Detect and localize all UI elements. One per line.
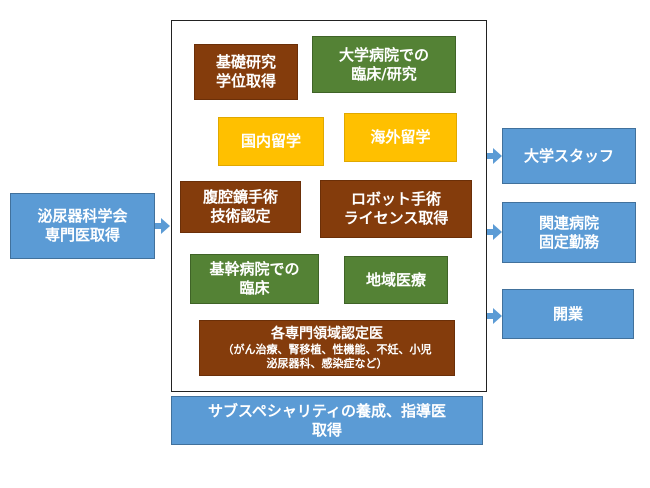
private-practice-box: 開業 [502, 289, 634, 339]
specialty-cert-line1: 各専門領域認定医 [271, 325, 383, 342]
laparoscopy-certification-box: 腹腔鏡手術 技術認定 [180, 181, 301, 233]
subspecialty-line2: 取得 [311, 420, 342, 439]
domestic-study-box: 国内留学 [218, 117, 324, 166]
private-practice-label: 開業 [552, 304, 583, 323]
university-hospital-line1: 大学病院での [338, 45, 429, 64]
community-medicine-box: 地域医療 [344, 256, 448, 304]
research-degree-box: 基礎研究 学位取得 [194, 44, 298, 100]
affiliated-hospital-line1: 関連病院 [538, 213, 599, 232]
research-degree-line1: 基礎研究 [215, 53, 276, 72]
university-staff-box: 大学スタッフ [502, 128, 636, 184]
laparoscopy-line2: 技術認定 [210, 207, 271, 225]
specialty-cert-line3: 泌尿器科、感染症など） [266, 356, 388, 370]
subspecialty-line1: サブスペシャリティの養成、指導医 [207, 401, 447, 420]
core-hospital-line1: 基幹病院での [209, 260, 300, 279]
core-hospital-line2: 臨床 [239, 279, 270, 297]
board-certification-box: 泌尿器科学会 専門医取得 [10, 193, 155, 259]
robot-surgery-license-box: ロボット手術 ライセンス取得 [320, 180, 472, 238]
university-staff-label: 大学スタッフ [523, 146, 614, 165]
community-medicine-label: 地域医療 [365, 270, 426, 289]
affiliated-hospital-line2: 固定勤務 [538, 232, 599, 251]
research-degree-line2: 学位取得 [215, 72, 276, 90]
domestic-study-label: 国内留学 [240, 132, 301, 151]
robot-license-line2: ライセンス取得 [343, 209, 449, 227]
overseas-study-box: 海外留学 [344, 113, 457, 162]
affiliated-hospital-box: 関連病院 固定勤務 [502, 202, 636, 263]
specialty-cert-line2: （がん治療、腎移植、性機能、不妊、小児 [222, 343, 432, 356]
university-hospital-box: 大学病院での 臨床/研究 [312, 36, 456, 93]
laparoscopy-line1: 腹腔鏡手術 [202, 188, 278, 207]
core-hospital-box: 基幹病院での 臨床 [190, 254, 319, 304]
board-certification-line2: 専門医取得 [44, 226, 120, 244]
robot-license-line1: ロボット手術 [350, 190, 441, 209]
board-certification-line1: 泌尿器科学会 [37, 207, 128, 226]
specialty-certification-box: 各専門領域認定医 （がん治療、腎移植、性機能、不妊、小児 泌尿器科、感染症など） [199, 320, 455, 376]
subspecialty-box: サブスペシャリティの養成、指導医 取得 [171, 396, 483, 445]
university-hospital-line2: 臨床/研究 [351, 64, 417, 83]
overseas-study-label: 海外留学 [370, 128, 431, 147]
